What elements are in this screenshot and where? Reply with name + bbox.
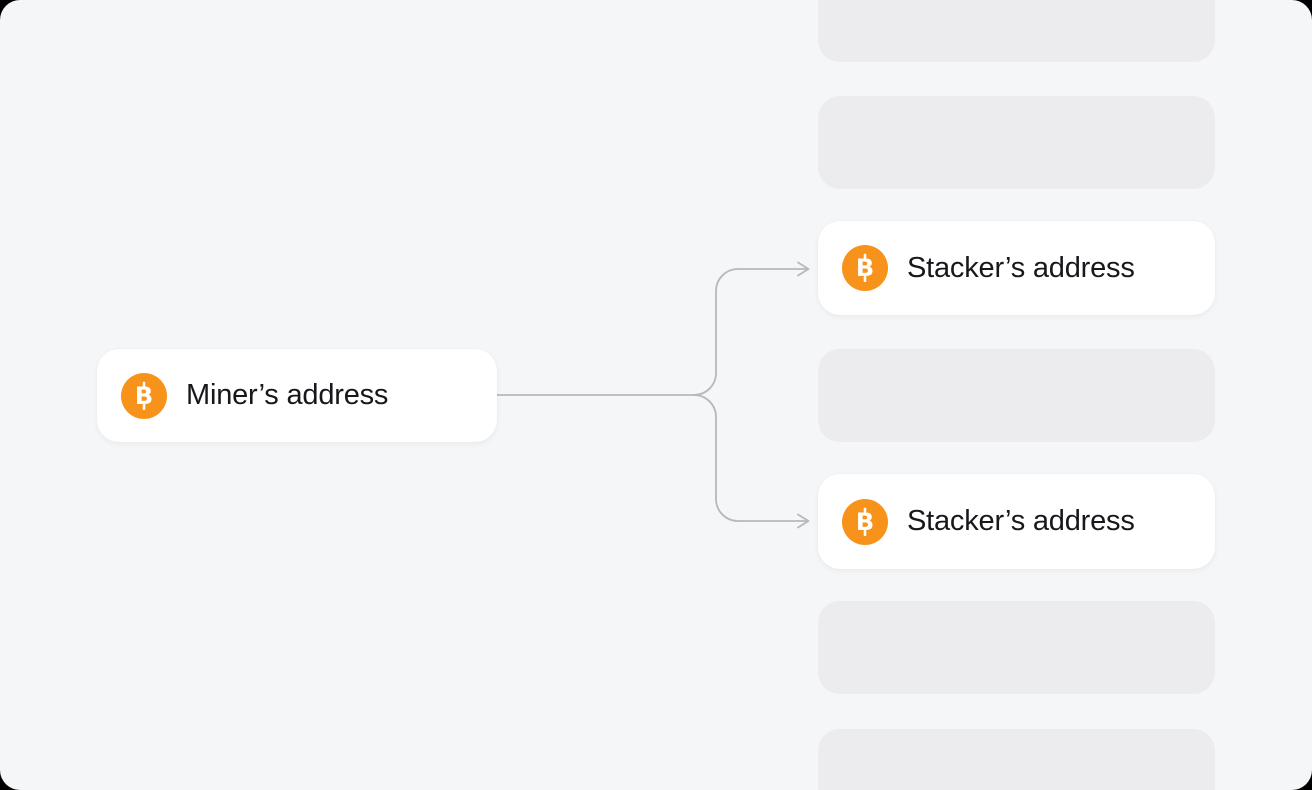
placeholder-card bbox=[818, 729, 1215, 790]
bitcoin-icon: B bbox=[121, 372, 167, 419]
bitcoin-b-glyph: B bbox=[135, 382, 153, 410]
miner-address-node: B Miner’s address bbox=[97, 349, 497, 442]
placeholder-card bbox=[818, 601, 1215, 694]
bitcoin-icon: B bbox=[842, 498, 888, 545]
arrowhead-bottom-icon bbox=[797, 513, 810, 529]
stacker-address-node-2: B Stacker’s address bbox=[818, 474, 1215, 569]
placeholder-card bbox=[818, 96, 1215, 189]
stacker-address-node-1: B Stacker’s address bbox=[818, 221, 1215, 315]
placeholder-card bbox=[818, 349, 1215, 442]
stacker-address-label: Stacker’s address bbox=[907, 505, 1135, 537]
bitcoin-icon: B bbox=[842, 245, 888, 291]
connector-branch-top bbox=[693, 268, 808, 396]
arrowhead-top-icon bbox=[797, 261, 810, 277]
miner-address-label: Miner’s address bbox=[186, 379, 389, 411]
stacker-address-label: Stacker’s address bbox=[907, 251, 1135, 284]
placeholder-card bbox=[818, 0, 1215, 62]
bitcoin-b-glyph: B bbox=[856, 254, 874, 282]
bitcoin-b-glyph: B bbox=[856, 508, 874, 536]
connector-branch-bottom bbox=[693, 394, 808, 522]
